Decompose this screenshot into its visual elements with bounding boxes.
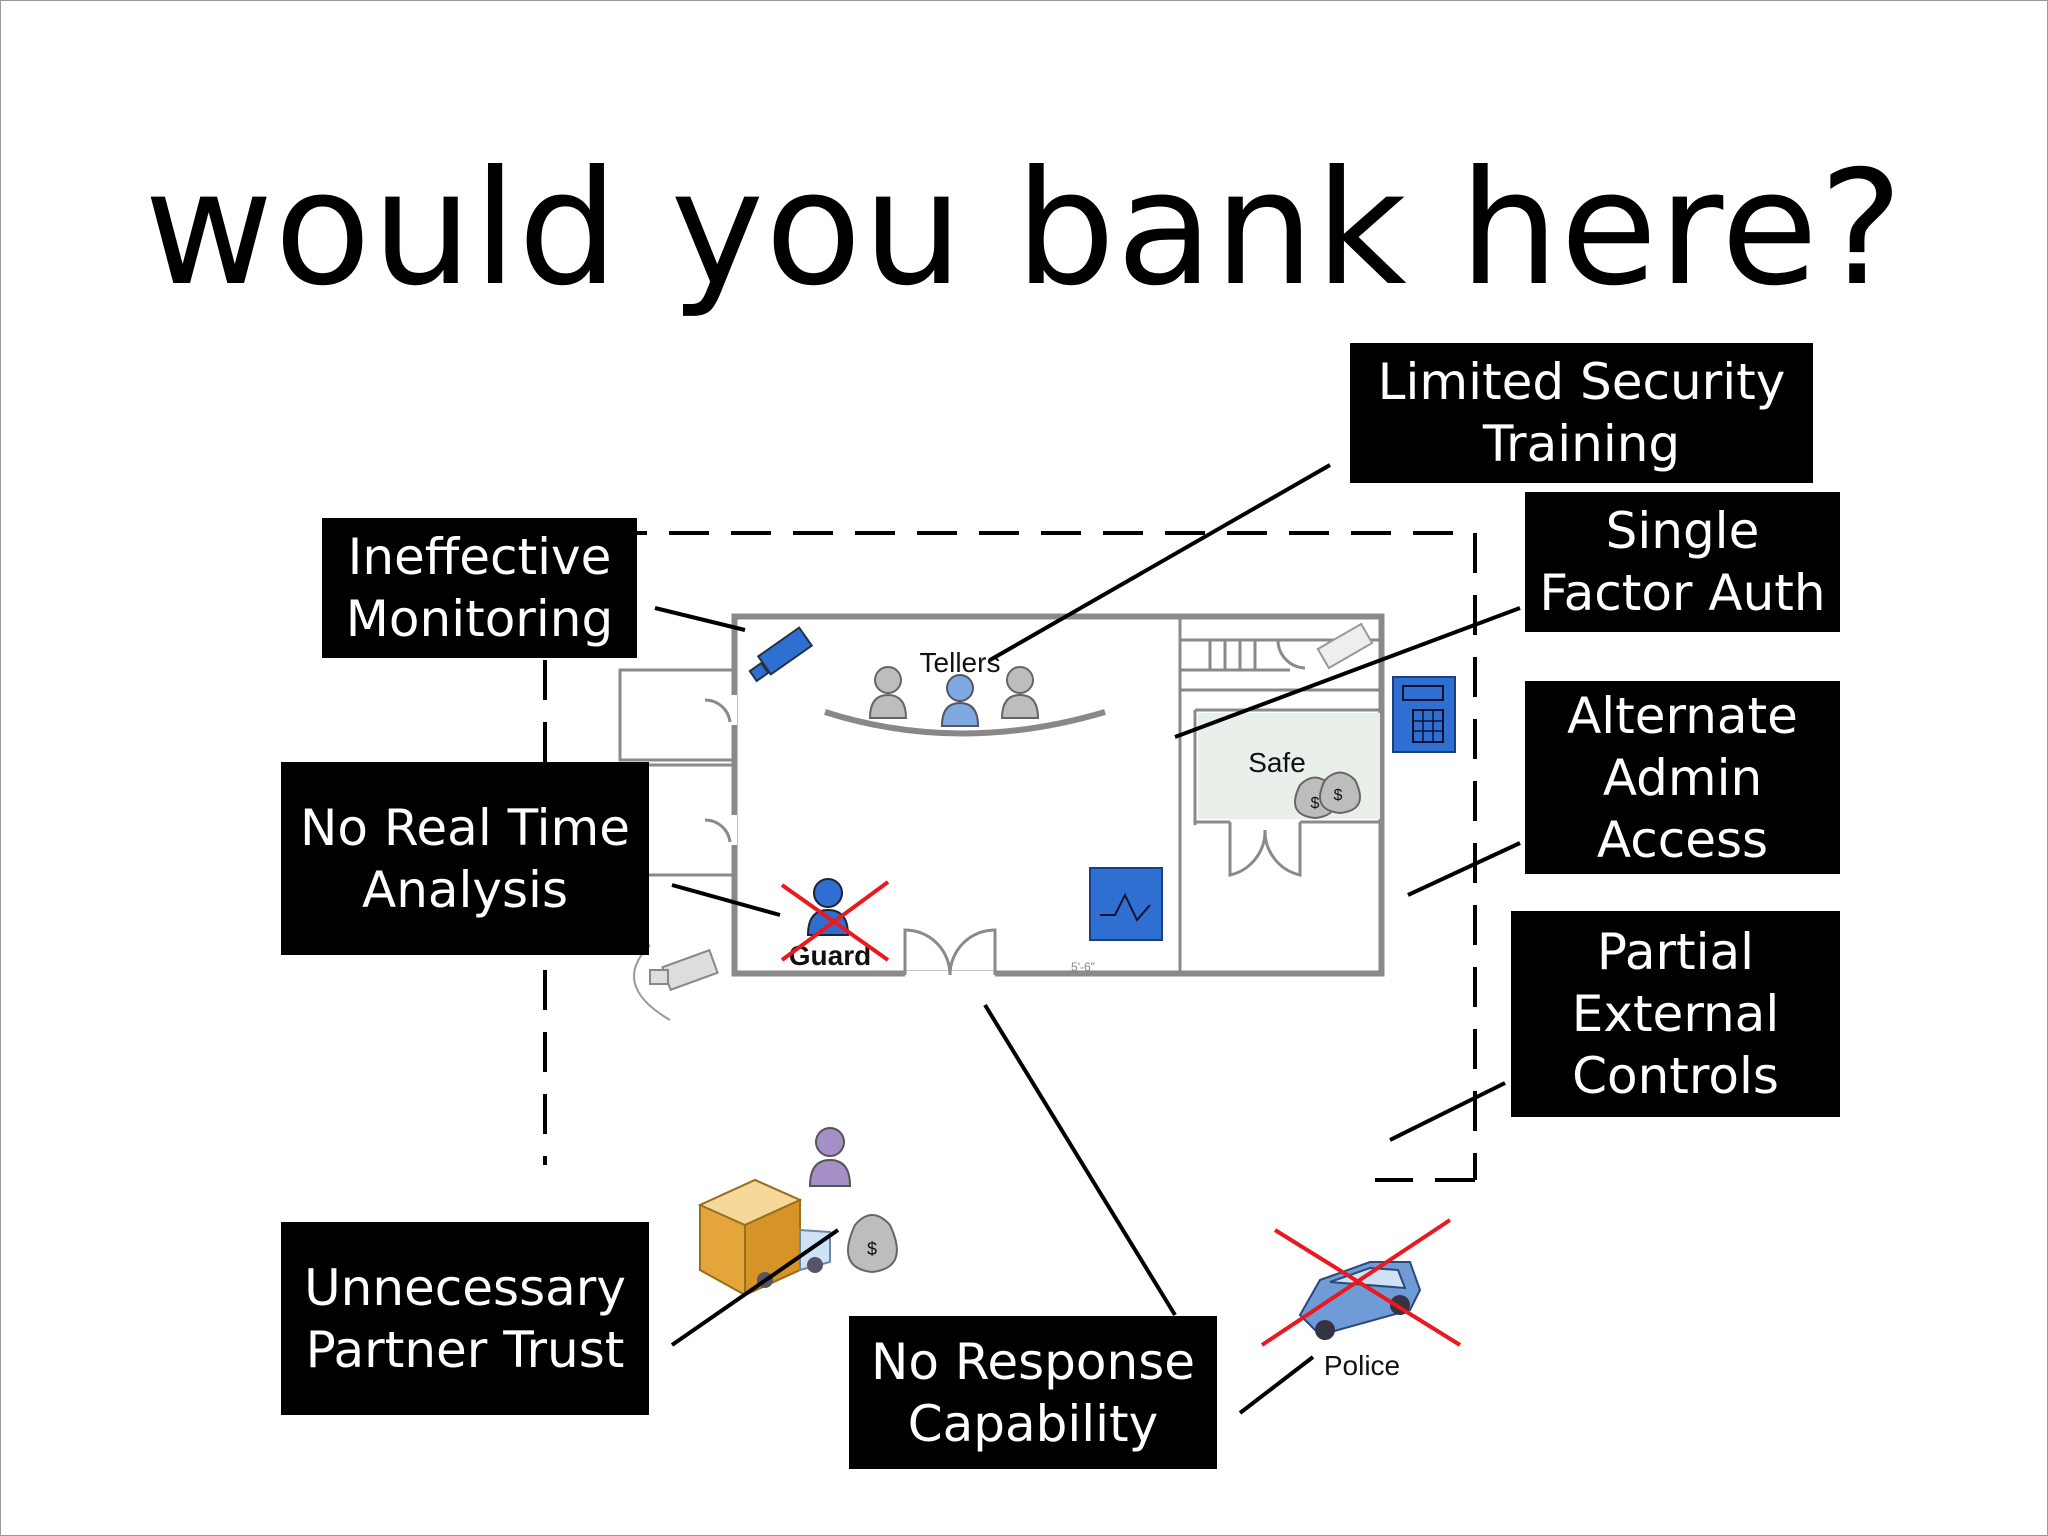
money-bag-icon: $ $: [1294, 771, 1361, 820]
callout-connectors: [654, 463, 1521, 1415]
police-car-icon: [1298, 1261, 1422, 1340]
tellers-label: Tellers: [920, 647, 1001, 678]
security-perimeter: [543, 531, 1477, 1182]
guard-cross-icon: [780, 880, 890, 962]
police-label: Police: [1324, 1350, 1400, 1381]
svg-text:$: $: [1311, 795, 1320, 812]
exterior-camera-icon: [633, 944, 719, 1021]
svg-text:$: $: [867, 1239, 877, 1259]
alarm-panel-icon: [1089, 867, 1163, 941]
guard-person-icon: [806, 878, 850, 936]
partner-person-icon: [808, 1127, 852, 1187]
svg-text:$: $: [1334, 787, 1343, 804]
police-cross-icon: [1260, 1218, 1462, 1347]
security-camera-icon: [748, 626, 814, 683]
keypad-icon: [1392, 676, 1456, 753]
teller-person-left-icon: [868, 666, 908, 719]
delivery-truck-icon: [697, 1178, 831, 1297]
dimension-label: 5'-6": [1071, 960, 1095, 974]
teller-person-center-icon: [940, 674, 980, 727]
page-title: would you bank here?: [144, 137, 1904, 321]
teller-person-right-icon: [1000, 666, 1040, 719]
rooftop-camera-icon: [1316, 622, 1374, 670]
safe-label: Safe: [1248, 747, 1306, 778]
partner-money-bag-icon: $: [847, 1214, 898, 1274]
teller-counter: [824, 709, 1106, 737]
